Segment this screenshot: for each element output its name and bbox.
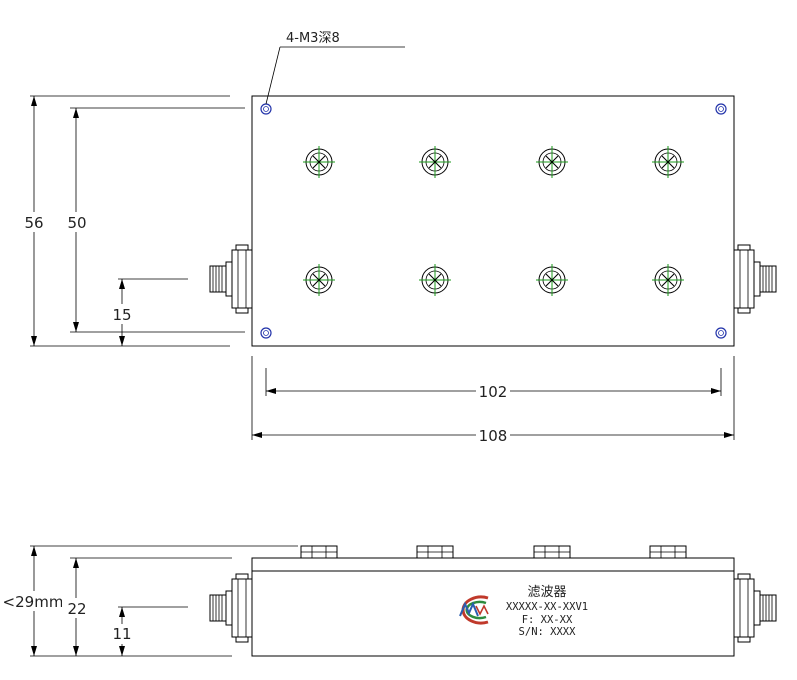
tuning-screw-icon: [419, 264, 451, 296]
arrow-15-top: [119, 279, 125, 289]
nameplate-freq: F: XX-XX: [522, 614, 573, 626]
dim-side-overall-height: <29mm: [3, 593, 64, 611]
arrow-108-left: [252, 432, 262, 438]
tuning-screw-icon: [419, 146, 451, 178]
side-view: <29mm 22 11: [3, 545, 777, 657]
arrow-102-left: [266, 388, 276, 394]
left-connector-side: [209, 573, 253, 643]
dim-overall-height: 56: [24, 214, 43, 232]
tuning-screw-icon: [303, 264, 335, 296]
mw-logo-icon: [459, 595, 489, 625]
dim-side-port-height: 11: [112, 625, 131, 643]
lock-nut-icon: [533, 545, 571, 559]
arrow-108-right: [724, 432, 734, 438]
dim-side-body-height: 22: [67, 600, 86, 618]
dim-hole-height: 50: [67, 214, 86, 232]
lock-nut-icon: [649, 545, 687, 559]
left-connector-top: [209, 244, 253, 314]
hole-note: 4-M3深8: [286, 31, 340, 46]
tuning-screws: [303, 146, 684, 296]
right-connector-top: [733, 244, 777, 314]
tuning-screw-icon: [303, 146, 335, 178]
lock-nut-icon: [300, 545, 338, 559]
tuning-screw-icon: [536, 146, 568, 178]
top-view: 56 50 15 4-M3深8: [20, 31, 777, 445]
mounting-hole-icon: [715, 103, 727, 115]
dim-hole-width: 102: [479, 383, 508, 401]
arrow-102-right: [711, 388, 721, 394]
arrow-56-bottom: [31, 336, 37, 346]
mounting-hole-icon: [260, 327, 272, 339]
tuning-screw-icon: [652, 264, 684, 296]
dim-overall-width: 108: [479, 427, 508, 445]
arrow-50-top: [73, 108, 79, 118]
hole-note-leader: [265, 46, 281, 105]
side-nuts: [300, 545, 687, 559]
top-body-outline: [251, 95, 735, 347]
dim-port-height: 15: [112, 306, 131, 324]
tuning-screw-icon: [536, 264, 568, 296]
mounting-hole-icon: [260, 103, 272, 115]
mounting-holes: [260, 103, 727, 339]
lock-nut-icon: [416, 545, 454, 559]
side-body-outline: [251, 557, 735, 657]
tuning-screw-icon: [652, 146, 684, 178]
arrow-15-bottom: [119, 336, 125, 346]
nameplate-model: XXXXX-XX-XXV1: [506, 601, 588, 613]
mounting-hole-icon: [715, 327, 727, 339]
arrow-56-top: [31, 96, 37, 106]
nameplate-title: 滤波器: [527, 585, 566, 600]
nameplate-serial: S/N: XXXX: [519, 626, 577, 638]
arrow-50-bottom: [73, 322, 79, 332]
right-connector-side: [733, 573, 777, 643]
